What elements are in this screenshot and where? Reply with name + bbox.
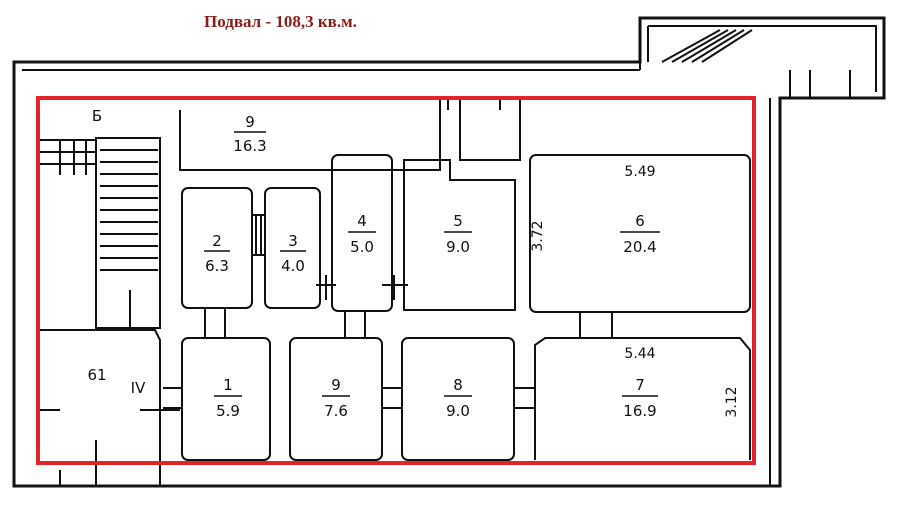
plan-title: Подвал - 108,3 кв.м. xyxy=(204,12,357,31)
room-number: 7 xyxy=(635,376,645,394)
room-number: 4 xyxy=(357,212,367,230)
room-area: 6.3 xyxy=(205,257,229,275)
room-area: 16.9 xyxy=(623,402,656,420)
highlight-zone xyxy=(36,96,756,465)
room-area: 9.0 xyxy=(446,402,470,420)
room-3: 3 4.0 xyxy=(280,232,306,275)
room-area: 5.0 xyxy=(350,238,374,256)
room-5: 5 9.0 xyxy=(444,212,472,256)
building-walls xyxy=(12,16,886,488)
dim-6-top: 5.49 xyxy=(624,164,655,180)
room-1: 1 5.9 xyxy=(214,376,242,420)
room-area: 5.9 xyxy=(216,402,240,420)
room-number: 3 xyxy=(288,232,298,250)
room-area: 16.3 xyxy=(233,137,266,155)
room-number: 1 xyxy=(223,376,233,394)
dim-7-top: 5.44 xyxy=(624,346,655,362)
room-9-top: 9 16.3 xyxy=(233,113,266,155)
dim-6-left: 3.72 xyxy=(530,220,546,251)
stair-label: Б xyxy=(92,107,102,125)
room-9-bottom: 9 7.6 xyxy=(322,376,350,420)
room-area: 4.0 xyxy=(281,257,305,275)
room-number: 9 xyxy=(245,113,255,131)
room-number: 6 xyxy=(635,212,645,230)
stair-block xyxy=(40,137,161,331)
room-number: 8 xyxy=(453,376,463,394)
interior-walls xyxy=(40,100,751,486)
room-61-label: 61 xyxy=(87,366,106,384)
room-area: 9.0 xyxy=(446,238,470,256)
room-8: 8 9.0 xyxy=(444,376,472,420)
room-area: 20.4 xyxy=(623,238,656,256)
room-4: 4 5.0 xyxy=(348,212,376,256)
room-iv-label: IV xyxy=(131,379,146,397)
room-6: 6 20.4 xyxy=(620,212,660,256)
room-area: 7.6 xyxy=(324,402,348,420)
room-2: 2 6.3 xyxy=(204,232,230,275)
dim-7-right: 3.12 xyxy=(724,386,740,417)
room-number: 9 xyxy=(331,376,341,394)
room-7: 7 16.9 xyxy=(622,376,658,420)
room-number: 5 xyxy=(453,212,463,230)
room-number: 2 xyxy=(212,232,222,250)
